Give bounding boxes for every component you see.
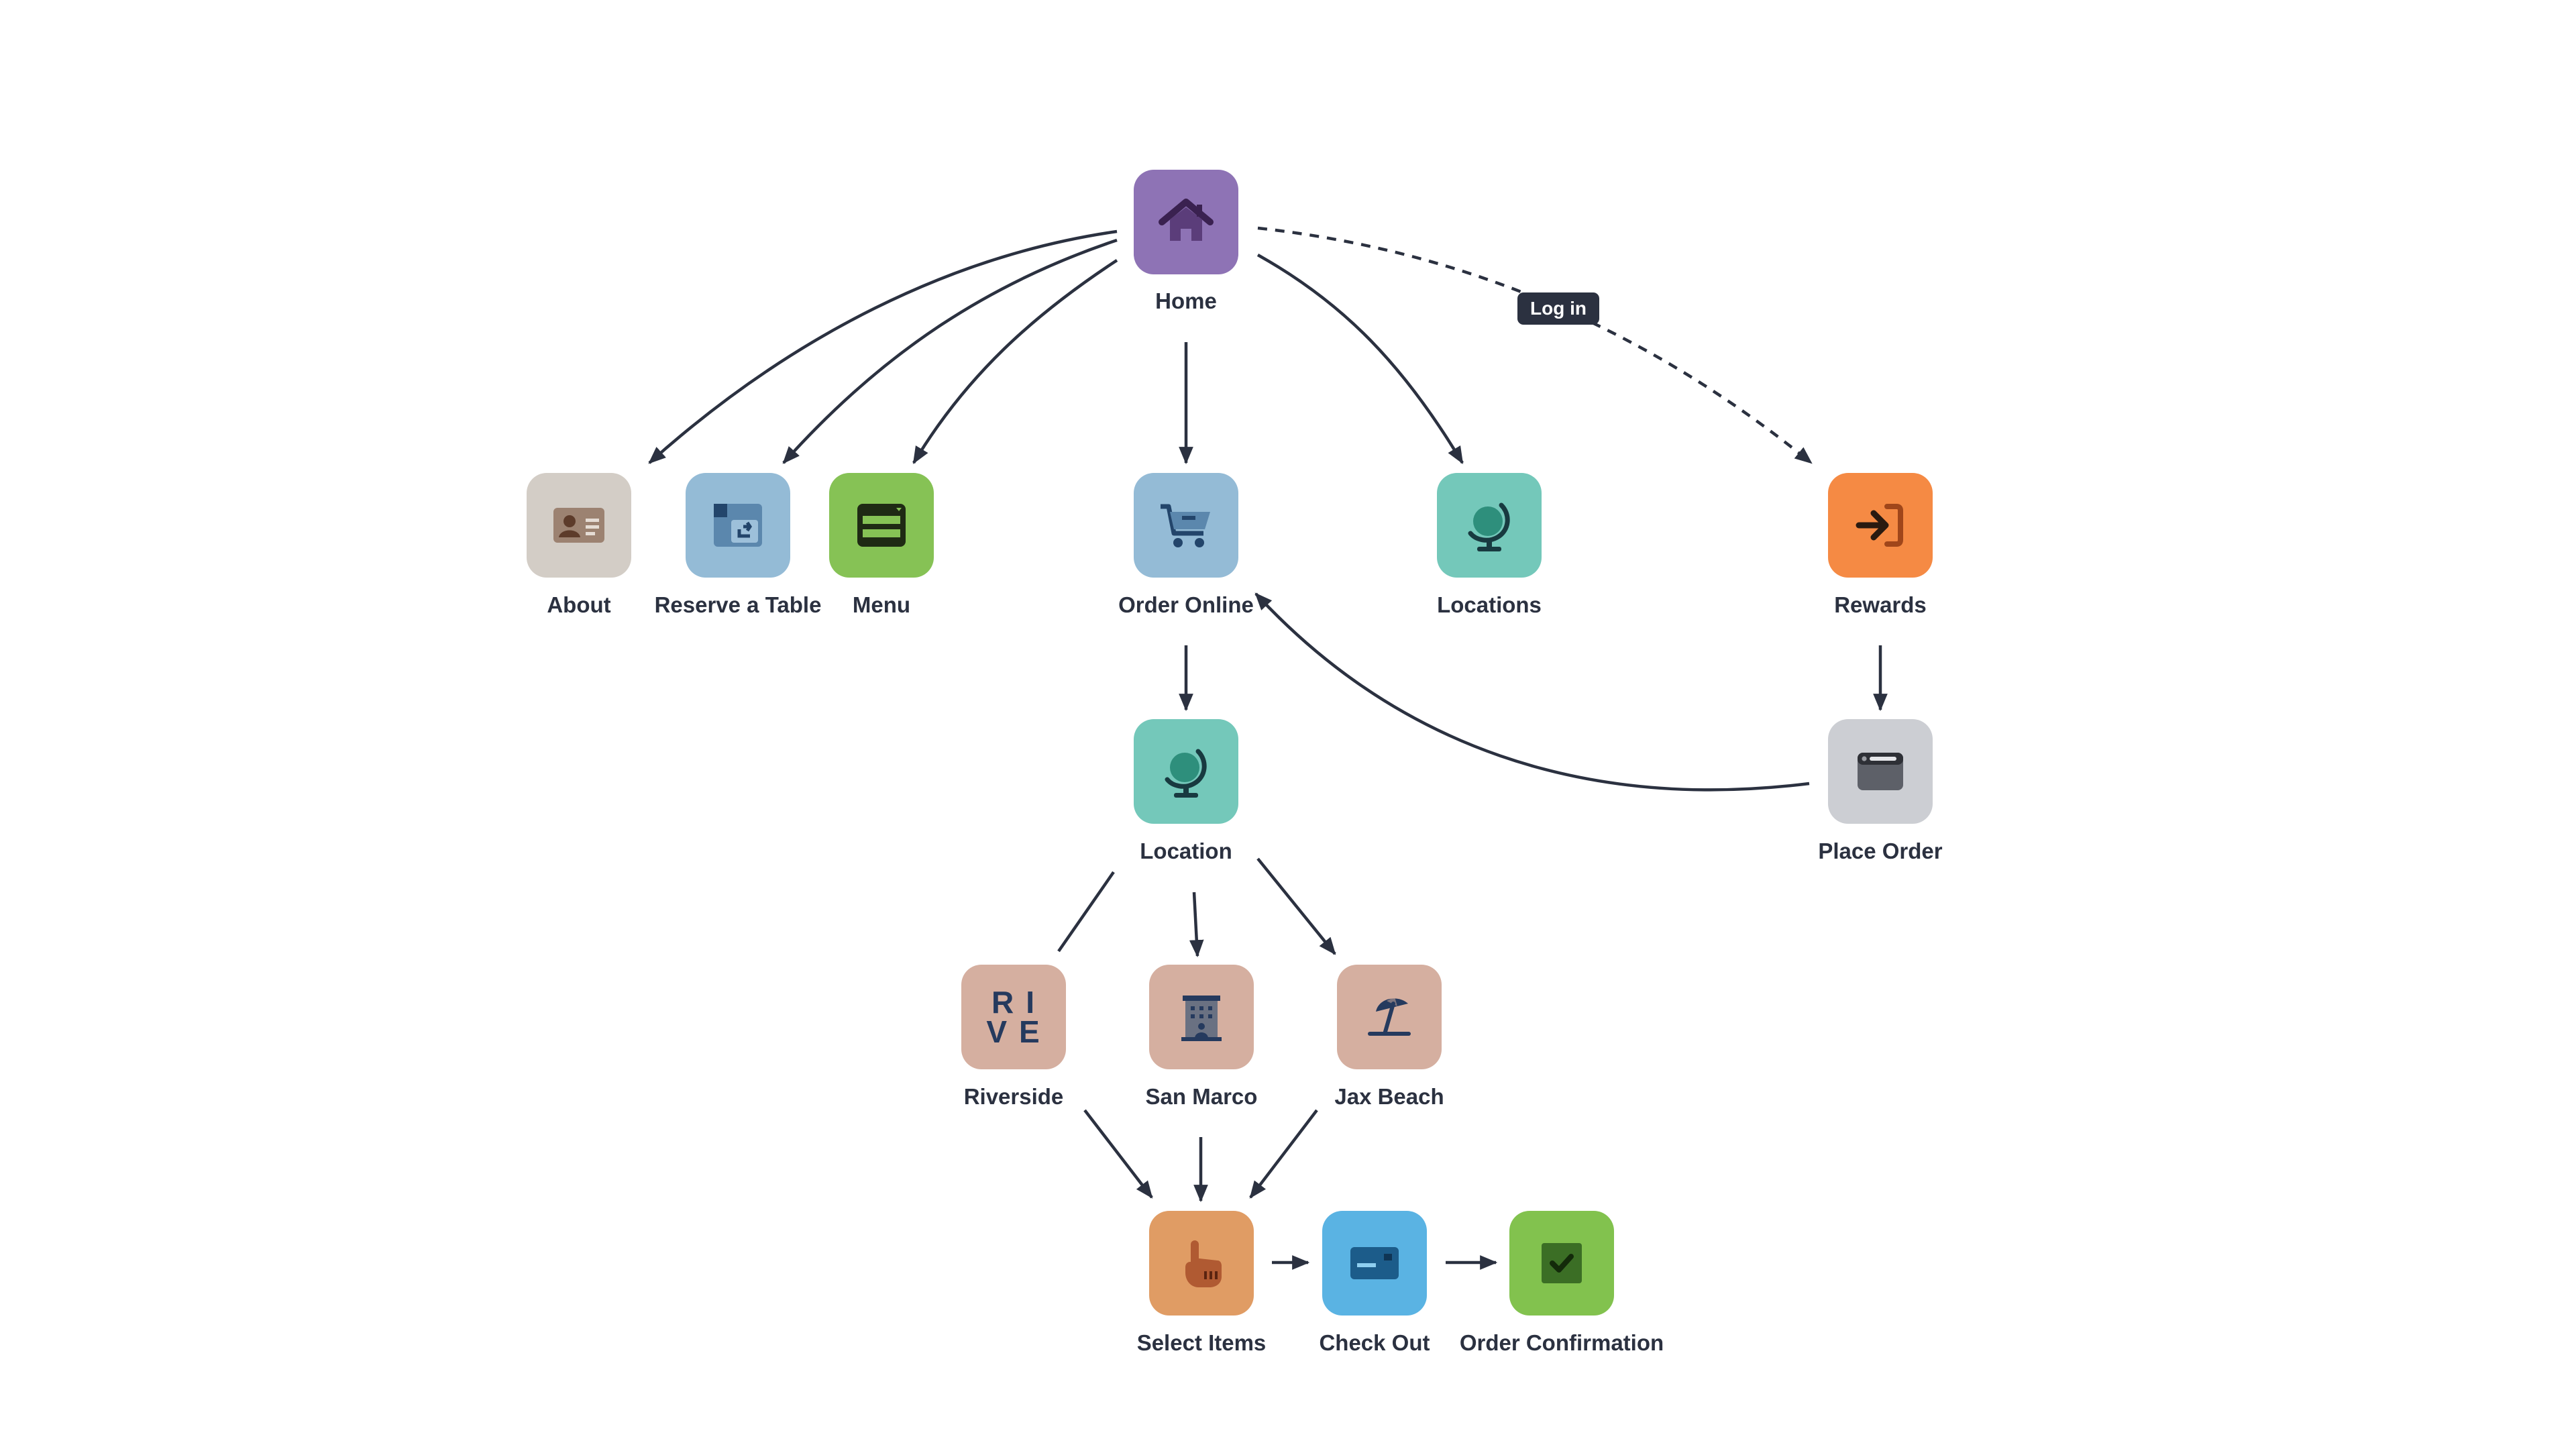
edge-home-about: [648, 229, 1118, 464]
edge-place-order-order-online: [1254, 592, 1810, 792]
node-select-items[interactable]: [1149, 1211, 1254, 1316]
building-icon: [1181, 996, 1222, 1041]
menu-screen-icon: [857, 504, 906, 547]
node-home[interactable]: [1134, 170, 1238, 274]
calendar-swap-icon: [714, 504, 762, 547]
edge-home-locations: [1256, 254, 1464, 464]
beach-umbrella-icon: [1368, 997, 1411, 1036]
edge-riverside-select-items: [1083, 1109, 1153, 1199]
node-order-confirmation[interactable]: [1509, 1211, 1614, 1316]
node-label-home: Home: [1155, 288, 1217, 313]
credit-card-icon: [1350, 1247, 1399, 1279]
node-label-place-order: Place Order: [1818, 839, 1943, 863]
node-label-rewards: Rewards: [1834, 592, 1927, 617]
edge-home-rewards: [1257, 226, 1813, 464]
checkbox-icon: [1542, 1243, 1582, 1283]
node-san-marco[interactable]: [1149, 965, 1254, 1069]
node-order-online[interactable]: [1134, 473, 1238, 578]
sign-in-icon: [1856, 504, 1903, 547]
node-place-order[interactable]: [1828, 719, 1933, 824]
id-card-icon: [553, 508, 604, 543]
house-icon: [1159, 199, 1214, 241]
node-rewards[interactable]: [1828, 473, 1933, 578]
edge-location-san-marco: [1189, 892, 1204, 958]
node-about[interactable]: [527, 473, 631, 578]
globe-icon: [1165, 749, 1207, 798]
browser-window-icon: [1858, 753, 1903, 790]
edge-location-riverside: [1057, 871, 1115, 953]
edge-jax-beach-select-items: [1249, 1109, 1318, 1199]
globe-icon: [1468, 502, 1510, 551]
edge-home-reserve: [782, 238, 1118, 464]
shopping-cart-icon: [1161, 504, 1210, 547]
edge-location-jax-beach: [1256, 857, 1336, 955]
node-label-jax-beach: Jax Beach: [1334, 1084, 1444, 1109]
pointing-hand-icon: [1185, 1240, 1222, 1287]
node-label-select-items: Select Items: [1136, 1330, 1267, 1355]
node-menu[interactable]: [829, 473, 934, 578]
node-label-order-online: Order Online: [1118, 592, 1254, 617]
node-label-san-marco: San Marco: [1145, 1084, 1258, 1109]
node-label-reserve-a-table: Reserve a Table: [654, 592, 822, 617]
node-label-location: Location: [1140, 839, 1232, 863]
node-location[interactable]: [1134, 719, 1238, 824]
node-locations[interactable]: [1437, 473, 1542, 578]
edge-home-menu: [912, 259, 1118, 464]
node-label-riverside: Riverside: [963, 1084, 1064, 1109]
node-label-menu: Menu: [852, 592, 911, 617]
node-label-check-out: Check Out: [1319, 1330, 1430, 1355]
node-jax-beach[interactable]: [1337, 965, 1442, 1069]
edge-label-log-in: Log in: [1517, 292, 1599, 325]
node-check-out[interactable]: [1322, 1211, 1427, 1316]
node-label-locations: Locations: [1437, 592, 1542, 617]
node-label-about: About: [547, 592, 611, 617]
node-reserve-a-table[interactable]: [686, 473, 790, 578]
node-label-order-confirmation: Order Confirmation: [1459, 1330, 1664, 1355]
